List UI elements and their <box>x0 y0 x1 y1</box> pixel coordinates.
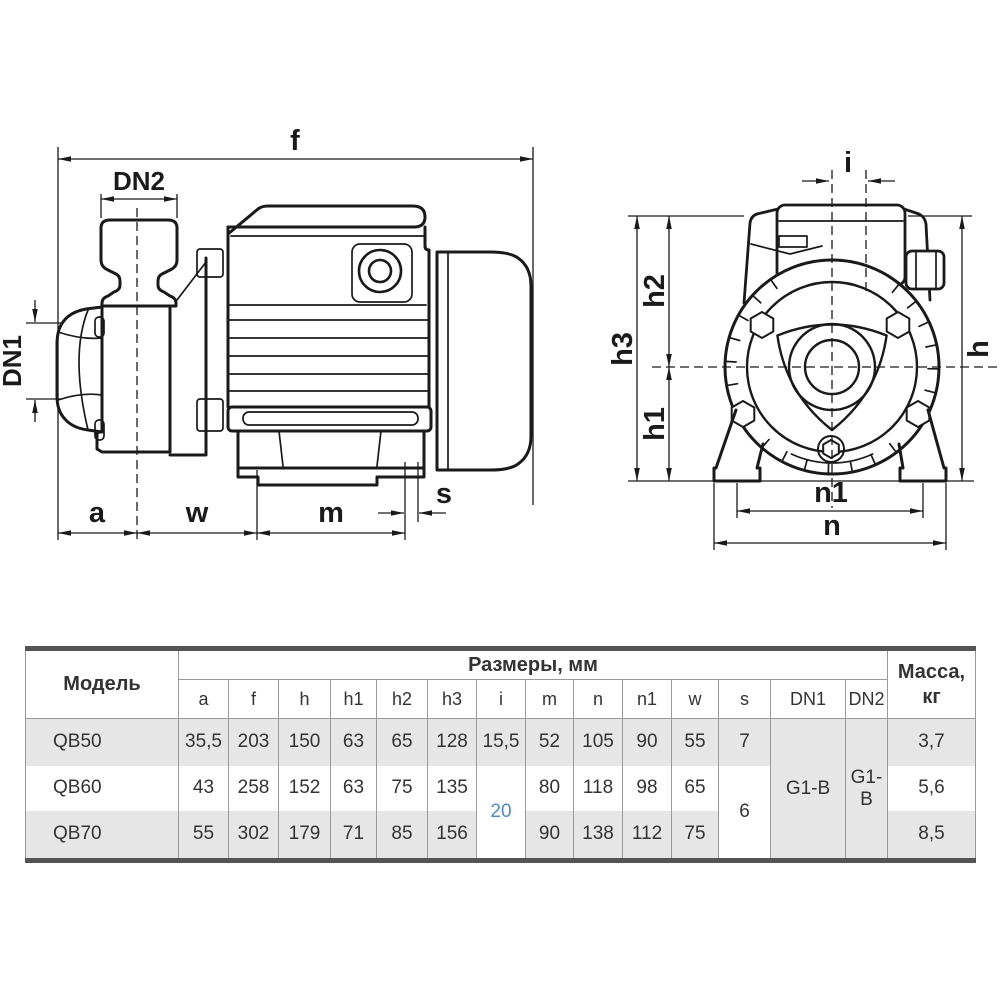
col-m: m <box>525 679 574 719</box>
header-mass: Масса, кг <box>887 648 976 719</box>
cell: 35,5 <box>178 718 229 766</box>
model-name: QB70 <box>25 810 179 861</box>
cell: 302 <box>228 810 279 861</box>
cell: 105 <box>573 718 623 766</box>
table-row-qb50: QB50 35,5 203 150 63 65 128 15,5 52 105 … <box>25 718 976 861</box>
cell: 63 <box>330 765 377 811</box>
base-plate <box>226 405 433 433</box>
dim-label-h2: h2 <box>639 274 671 308</box>
col-s: s <box>718 679 771 719</box>
discharge-port <box>99 218 179 308</box>
cell: 75 <box>671 810 719 861</box>
col-i: i <box>476 679 526 719</box>
cell: 71 <box>330 810 377 861</box>
col-a: a <box>178 679 229 719</box>
centerlines <box>136 170 997 540</box>
cell: 75 <box>376 765 428 811</box>
table-row-qb70: QB70 55 302 179 71 85 156 90 138 112 75 … <box>25 810 976 861</box>
cell: 203 <box>228 718 279 766</box>
hex-bolts <box>730 311 931 459</box>
cable-gland-bracket <box>351 243 413 303</box>
specs-table: Модель Размеры, мм Масса, кг a f h h1 h2… <box>25 646 976 863</box>
dim-label-w: w <box>185 497 209 529</box>
col-n: n <box>573 679 623 719</box>
cell: 179 <box>278 810 331 861</box>
cell: 55 <box>671 718 719 766</box>
cell: 156 <box>427 810 477 861</box>
model-name: QB50 <box>25 718 179 766</box>
motor-feet <box>236 429 426 487</box>
cell: 90 <box>622 718 672 766</box>
dim-label-dn1: DN1 <box>0 335 27 387</box>
dim-label-a: a <box>89 497 106 529</box>
dim-label-i: i <box>844 147 852 179</box>
table-subheader-row: a f h h1 h2 h3 i m n n1 w s DN1 DN2 <box>26 679 976 719</box>
side-view <box>55 204 533 487</box>
motor-end-cap <box>435 250 533 472</box>
cooling-ribs <box>724 278 940 475</box>
front-view <box>712 203 948 483</box>
bottom-bolt <box>817 435 845 463</box>
cell: 65 <box>376 718 428 766</box>
cell-i-merged: 20 <box>476 765 526 861</box>
dim-label-s: s <box>436 478 452 510</box>
capacitor-box <box>904 249 946 291</box>
cell: 98 <box>622 765 672 811</box>
dimension-lines <box>26 147 974 550</box>
col-w: w <box>671 679 719 719</box>
cell-mass: 3,7 <box>887 718 976 766</box>
col-h: h <box>278 679 331 719</box>
cell: 152 <box>278 765 331 811</box>
col-dn1: DN1 <box>770 679 846 719</box>
cell: 128 <box>427 718 477 766</box>
cell: 85 <box>376 810 428 861</box>
cell: 118 <box>573 765 623 811</box>
dim-label-f: f <box>290 125 300 157</box>
dim-label-m: m <box>318 497 344 529</box>
cell: 90 <box>525 810 574 861</box>
cell-s-merged: 6 <box>718 765 771 861</box>
pump-technical-drawing: f DN2 DN1 a w m s i h2 h3 h1 h n1 n <box>0 125 997 550</box>
cell: 65 <box>671 765 719 811</box>
specs-table-wrap: Модель Размеры, мм Масса, кг a f h h1 h2… <box>25 646 976 863</box>
cell-dn1-merged: G1-B <box>770 718 846 861</box>
cell-dn2-merged: G1-B <box>845 718 888 861</box>
cell: 15,5 <box>476 718 526 766</box>
dim-label-n1: n1 <box>814 477 848 509</box>
cell: 258 <box>228 765 279 811</box>
cell: 43 <box>178 765 229 811</box>
dim-label-n: n <box>823 510 841 542</box>
cell: 138 <box>573 810 623 861</box>
volute <box>55 305 104 434</box>
model-name: QB60 <box>25 765 179 811</box>
cell-mass: 8,5 <box>887 810 976 861</box>
col-dn2: DN2 <box>845 679 888 719</box>
header-model: Модель <box>25 648 179 719</box>
cell: 135 <box>427 765 477 811</box>
dim-label-h: h <box>963 340 995 358</box>
table-header-row: Модель Размеры, мм Масса, кг <box>25 648 976 719</box>
dim-label-h3: h3 <box>607 332 639 366</box>
terminal-box <box>226 204 427 236</box>
dim-label-dn2: DN2 <box>113 166 165 196</box>
col-h1: h1 <box>330 679 377 719</box>
dim-label-h1: h1 <box>639 407 671 441</box>
cable-gland-icon <box>357 248 403 294</box>
header-dimensions: Размеры, мм <box>178 648 888 680</box>
cell: 150 <box>278 718 331 766</box>
cell: 7 <box>718 718 771 766</box>
cell-mass: 5,6 <box>887 765 976 811</box>
cell: 80 <box>525 765 574 811</box>
pump-casing <box>95 304 172 454</box>
col-f: f <box>228 679 279 719</box>
cell: 52 <box>525 718 574 766</box>
cell: 55 <box>178 810 229 861</box>
col-n1: n1 <box>622 679 672 719</box>
table-row-qb60: QB60 43 258 152 63 75 135 20 80 118 98 6… <box>25 765 976 861</box>
cell: 63 <box>330 718 377 766</box>
col-h2: h2 <box>376 679 428 719</box>
col-h3: h3 <box>427 679 477 719</box>
cell: 112 <box>622 810 672 861</box>
bracket <box>168 256 208 457</box>
